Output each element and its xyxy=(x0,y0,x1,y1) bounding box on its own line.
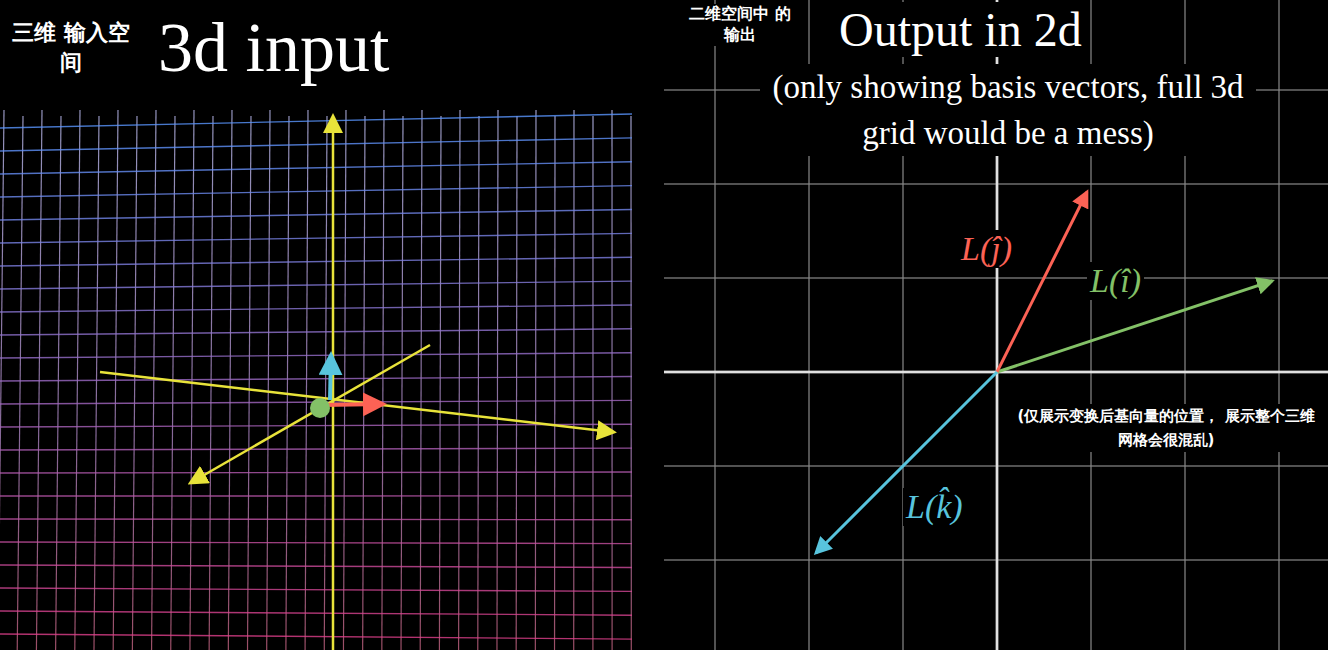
grid-line xyxy=(611,110,612,650)
grid-line xyxy=(478,116,479,650)
grid-line xyxy=(0,495,632,497)
grid-line xyxy=(324,116,327,650)
grid-line xyxy=(0,281,632,289)
vector-label: L(k̂) xyxy=(903,488,966,526)
chinese-title: 二维空间中 的输出 xyxy=(683,4,797,46)
grid-line xyxy=(0,518,632,520)
grid-line xyxy=(0,377,632,381)
grid-line xyxy=(94,116,99,650)
grid-line xyxy=(0,186,632,197)
grid-line xyxy=(0,110,4,650)
grid-line xyxy=(0,565,632,567)
grid-line xyxy=(401,116,403,650)
grid-line xyxy=(0,257,632,266)
grid-line xyxy=(36,110,42,650)
grid-line xyxy=(0,471,632,473)
grid-line xyxy=(714,0,716,650)
grid-line xyxy=(382,110,384,650)
grid-line xyxy=(573,110,574,650)
vector-label: L(ĵ) xyxy=(958,230,1015,268)
grid-line xyxy=(497,110,498,650)
grid-line xyxy=(248,116,251,650)
grid-line xyxy=(535,110,537,650)
grid-line xyxy=(0,424,632,427)
grid-line xyxy=(592,116,593,650)
grid-line xyxy=(439,116,441,650)
chinese-note: (仅展示变换后基向量的位置， 展示整个三维网格会很混乱) xyxy=(1010,404,1322,452)
grid-line xyxy=(0,588,632,591)
grid-line xyxy=(554,116,556,650)
grid-line xyxy=(420,110,422,650)
grid-line xyxy=(0,138,632,151)
vector-label: L(î) xyxy=(1087,262,1144,300)
note-text: (only showing basis vectors, full 3d gri… xyxy=(760,64,1256,156)
grid-line xyxy=(459,110,460,650)
grid-line xyxy=(171,116,175,650)
grid-line xyxy=(132,116,137,650)
grid-line xyxy=(0,634,632,639)
grid-line xyxy=(0,209,632,220)
grid-line xyxy=(0,611,632,615)
grid-line xyxy=(0,233,632,243)
grid-line xyxy=(516,116,518,650)
grid-line xyxy=(0,162,632,174)
panel-ground xyxy=(664,0,1328,650)
grid-line xyxy=(630,116,632,650)
grid-line xyxy=(0,305,632,312)
grid-line xyxy=(267,110,270,650)
grid-line xyxy=(209,116,213,650)
grid-line xyxy=(0,329,632,335)
grid-line xyxy=(0,542,632,544)
grid-line xyxy=(286,116,289,650)
grid-line xyxy=(1278,0,1280,650)
grid-line xyxy=(0,353,632,358)
panel-title: Output in 2d xyxy=(836,2,1085,57)
grid-line xyxy=(0,114,632,128)
panel-title: 3d input xyxy=(158,8,389,88)
chinese-title: 三维 输入空间 xyxy=(6,18,136,78)
grid-line xyxy=(0,448,632,450)
